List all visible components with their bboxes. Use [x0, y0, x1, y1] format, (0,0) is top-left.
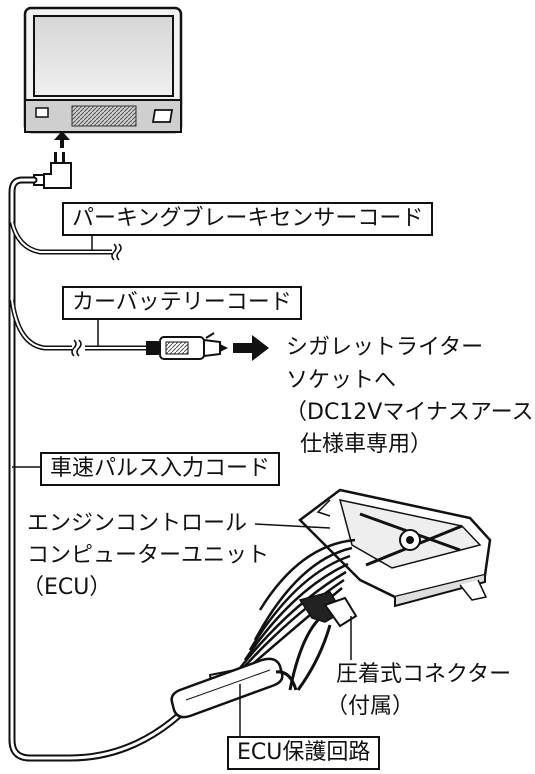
battery-cord [9, 299, 148, 357]
cigarette-note-line1: シガレットライター [286, 335, 484, 360]
ecu-unit [298, 488, 492, 608]
cigarette-note-line4: 仕様車専用） [300, 432, 433, 457]
monitor-unit [23, 6, 183, 134]
parking-brake-cord-label: パーキングブレーキセンサーコード [62, 202, 434, 236]
cigarette-plug-icon [146, 332, 228, 360]
engine-unit-line3: （ECU） [22, 575, 112, 600]
cigarette-note-line2: ソケットへ [286, 368, 397, 393]
battery-cord-label: カーバッテリーコード [62, 286, 302, 320]
parking-brake-cord [9, 221, 122, 261]
main-cable [8, 176, 199, 762]
connector-note-line2: （付属） [326, 694, 415, 719]
ecu-protection-module [170, 657, 298, 737]
ecu-protection-label: ECU保護回路 [227, 736, 381, 770]
arrow-right-icon [233, 335, 269, 361]
engine-unit-line1: エンジンコントロール [27, 511, 248, 536]
cigarette-note-line3: （DC12Vマイナスアース [285, 400, 534, 425]
power-plug [33, 131, 72, 189]
crimp-connector [288, 591, 358, 691]
speed-pulse-cord-label: 車速パルス入力コード [40, 452, 281, 486]
connector-note-line1: 圧着式コネクター [336, 662, 512, 687]
engine-unit-line2: コンピューターユニット [27, 543, 270, 568]
engine-leader [254, 523, 331, 529]
